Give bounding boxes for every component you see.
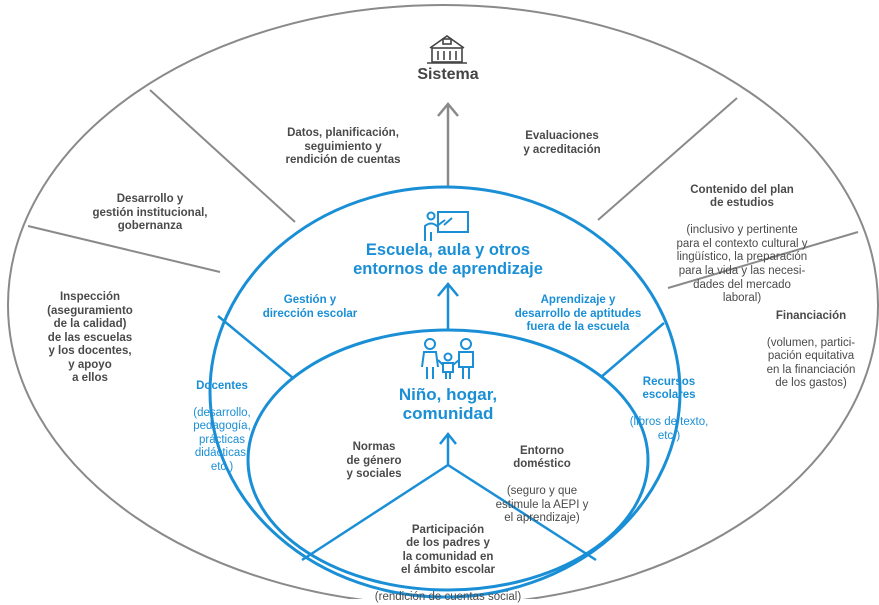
- system-label-inspection: Inspección (aseguramiento de la calidad)…: [47, 291, 133, 385]
- curriculum-title: Contenido del plan de estudios: [690, 183, 794, 210]
- system-label-institutional: Desarrollo y gestión institucional, gobe…: [92, 193, 208, 233]
- school-title: Escuela, aula y otros entornos de aprend…: [353, 241, 543, 278]
- child-divider-line: [447, 463, 597, 562]
- school-label-teachers: Docentes (desarrollo, pedagogía, práctic…: [157, 366, 287, 475]
- system-divider-line: [667, 231, 859, 289]
- system-label-financing: Financiación (volumen, partici- pación e…: [745, 296, 877, 391]
- resources-detail: (libros de texto, etc.): [629, 416, 709, 442]
- financing-title: Financiación: [775, 309, 847, 322]
- child-label-norms: Normas de género y sociales: [346, 441, 402, 481]
- teachers-title: Docentes: [196, 379, 248, 392]
- system-label-curriculum: Contenido del plan de estudios (inclusiv…: [632, 170, 852, 306]
- child-label-home: Entorno doméstico (seguro y que estimule…: [462, 431, 622, 526]
- teacher-whiteboard-icon: [424, 211, 469, 241]
- system-label-data-planning: Datos, planificación, seguimiento y rend…: [285, 127, 401, 167]
- child-label-participation: Participación de los padres y la comunid…: [318, 510, 578, 605]
- system-title: Sistema: [417, 66, 479, 83]
- system-divider-line: [597, 97, 738, 221]
- system-label-evaluations: Evaluaciones y acreditación: [523, 130, 601, 156]
- child-divider-line: [301, 463, 449, 562]
- family-icon: [421, 338, 474, 379]
- system-arrow-head: [437, 102, 459, 117]
- child-arrow-head: [439, 431, 457, 445]
- school-arrow-head: [437, 282, 459, 297]
- participation-title: Participación de los padres y la comunid…: [401, 523, 495, 577]
- school-label-resources: Recursos escolares (libros de texto, etc…: [604, 362, 734, 443]
- system-divider-line: [149, 89, 296, 223]
- child-title: Niño, hogar, comunidad: [398, 385, 498, 424]
- financing-detail: (volumen, partici- pación equitativa en …: [766, 336, 856, 390]
- home-detail: (seguro y que estimule la AEPI y el apre…: [495, 485, 589, 525]
- participation-detail: (rendición de cuentas social): [374, 591, 522, 604]
- curriculum-detail: (inclusivo y pertinente para el contexto…: [676, 224, 808, 305]
- school-divider-line: [599, 322, 665, 379]
- school-label-learning-outside: Aprendizaje y desarrollo de aptitudes fu…: [514, 294, 642, 334]
- home-title: Entorno doméstico: [513, 444, 571, 471]
- resources-title: Recursos escolares: [642, 375, 696, 402]
- teachers-detail: (desarrollo, pedagogía, prácticas didáct…: [193, 406, 251, 473]
- school-divider-line: [217, 315, 294, 379]
- system-divider-line: [27, 225, 221, 273]
- school-label-management: Gestión y dirección escolar: [262, 294, 358, 320]
- school-building-icon: [427, 35, 467, 64]
